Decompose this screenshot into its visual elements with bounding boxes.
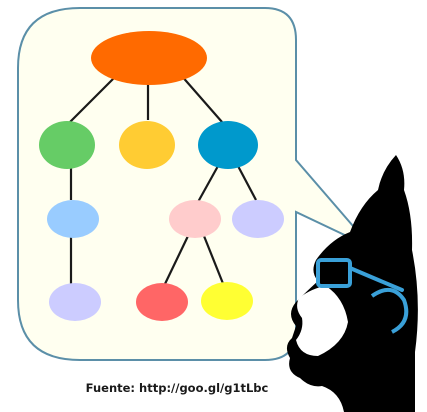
glasses-icon [316,258,404,292]
edge-root-green [69,73,119,123]
node-light-blue [47,200,99,238]
edge-blue-lavender [237,165,257,201]
edge-root-blue [179,73,223,123]
edge-pink-red [163,235,189,287]
node-blue [198,121,258,169]
speech-bubble [17,7,373,361]
node-lavender-bottom [49,283,101,321]
root-node [91,31,207,85]
tree-nodes [39,31,284,321]
node-yellow [119,121,175,169]
edge-pink-yellow [202,235,226,287]
node-red [136,283,188,321]
node-lavender-right [232,200,284,238]
face-highlight [296,286,348,356]
node-bright-yellow [201,282,253,320]
node-green [39,121,95,169]
edge-blue-pink [197,165,219,203]
tree-edges [69,73,257,287]
ear-shape [370,288,409,334]
node-pink [169,200,221,238]
person-head-silhouette [286,155,418,412]
source-caption: Fuente: http://goo.gl/g1tLbc [85,381,269,395]
